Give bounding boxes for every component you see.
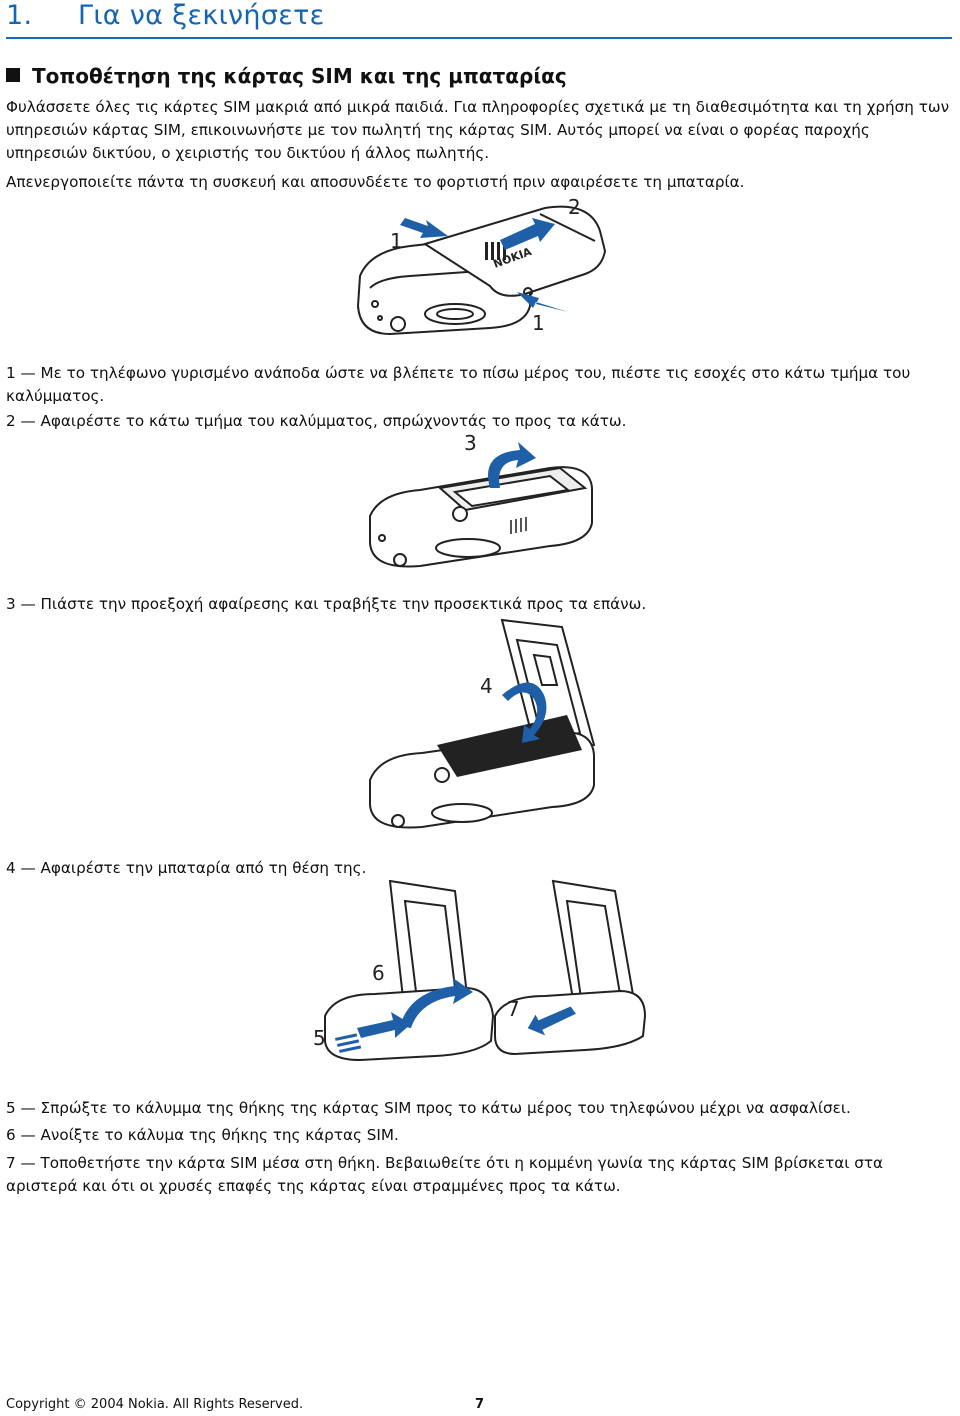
slide-arrow-icon	[500, 218, 555, 250]
insert-arrow-icon	[527, 1006, 576, 1036]
step-4-caption: 4 — Αφαιρέστε την μπαταρία από τη θέση τ…	[6, 859, 367, 877]
figure-remove-cover: NOKIA 1 2 1	[356, 196, 607, 336]
press-arrow-icon	[400, 218, 448, 238]
lift-arrow-icon	[488, 442, 536, 488]
chapter-title: 1. Για να ξεκινήσετε	[6, 0, 325, 31]
fig1-label-1b: 1	[532, 311, 545, 335]
section-heading: Τοποθέτηση της κάρτας SIM και της μπαταρ…	[6, 64, 567, 88]
fig1-label-2: 2	[568, 196, 581, 219]
chapter-number: 1.	[6, 0, 33, 31]
footer-copyright: Copyright © 2004 Nokia. All Rights Reser…	[6, 1397, 304, 1412]
figure-sim-holder: 6 5 7	[313, 879, 647, 1062]
header-rule	[6, 37, 952, 39]
step-7-caption: 7 — Τοποθετήστε την κάρτα SIM μέσα στη θ…	[6, 1154, 883, 1195]
bullet-square-icon	[6, 68, 20, 82]
step-6-caption: 6 — Ανοίξτε το κάλυμα της θήκης της κάρτ…	[6, 1126, 399, 1144]
fig3-label-4: 4	[480, 674, 493, 698]
chapter-title-text: Για να ξεκινήσετε	[78, 0, 325, 31]
fig2-label-3: 3	[464, 431, 477, 455]
fig4-label-6: 6	[372, 961, 385, 985]
page-number: 7	[475, 1397, 485, 1412]
battery-shape	[437, 715, 582, 777]
fig4-label-7: 7	[507, 997, 520, 1021]
fig4-label-5: 5	[313, 1026, 326, 1050]
intro-paragraph: Φυλάσσετε όλες τις κάρτες SIM μακριά από…	[6, 98, 950, 162]
press-arrow-icon-2	[517, 292, 568, 312]
open-arrow-icon	[400, 978, 473, 1028]
figure-battery-tab: 3	[369, 431, 593, 568]
warning-paragraph: Απενεργοποιείτε πάντα τη συσκευή και απο…	[6, 173, 745, 191]
step-2-caption: 2 — Αφαιρέστε το κάτω τμήμα του καλύμματ…	[6, 412, 627, 430]
step-1-caption: 1 — Με το τηλέφωνο γυρισμένο ανάποδα ώστ…	[6, 364, 911, 405]
section-heading-text: Τοποθέτηση της κάρτας SIM και της μπαταρ…	[32, 64, 567, 88]
figure-remove-battery: 4	[369, 618, 596, 829]
push-arrow-icon	[335, 1012, 411, 1053]
step-3-caption: 3 — Πιάστε την προεξοχή αφαίρεσης και τρ…	[6, 595, 647, 613]
fig1-label-1: 1	[390, 229, 403, 253]
rotate-arrow-icon	[502, 682, 547, 743]
step-5-caption: 5 — Σπρώξτε το κάλυμμα της θήκης της κάρ…	[6, 1099, 851, 1117]
